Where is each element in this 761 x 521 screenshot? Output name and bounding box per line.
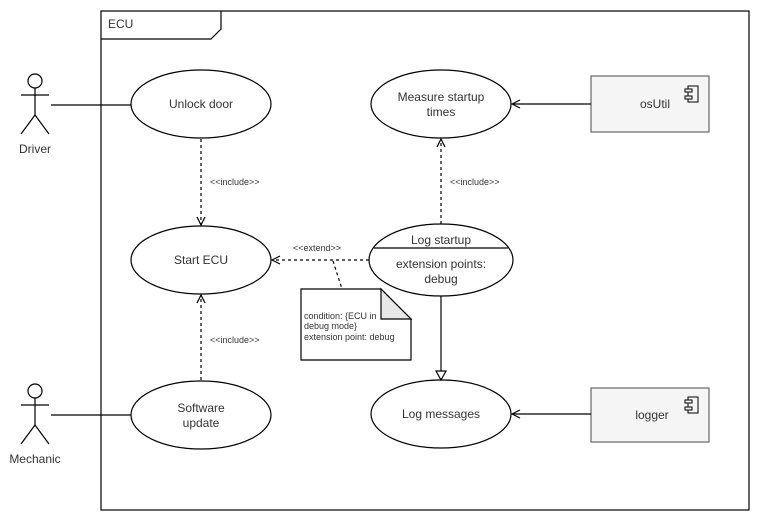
usecase-log-messages[interactable]: Log messages	[370, 379, 512, 449]
svg-text:Software: Software	[177, 401, 225, 415]
svg-text:extension point: debug: extension point: debug	[304, 332, 395, 342]
svg-text:Start ECU: Start ECU	[174, 253, 228, 267]
usecase-software-update[interactable]: Software update	[130, 380, 272, 450]
actor-driver-label: Driver	[19, 142, 51, 156]
svg-text:update: update	[183, 416, 220, 430]
svg-text:debug mode}: debug mode}	[304, 321, 357, 331]
constraint-note[interactable]: condition: {ECU in debug mode} extension…	[300, 287, 413, 361]
extension-point-debug: debug	[424, 272, 457, 286]
svg-text:Unlock door: Unlock door	[169, 97, 233, 111]
svg-text:Log messages: Log messages	[402, 407, 480, 421]
note-fold	[380, 287, 413, 320]
svg-text:times: times	[427, 105, 456, 119]
component-icon	[684, 396, 699, 414]
include-label-software: <<include>>	[210, 335, 260, 345]
note-anchor-line	[332, 260, 343, 290]
svg-text:osUtil: osUtil	[640, 97, 670, 111]
include-label-unlock: <<include>>	[210, 177, 260, 187]
component-logger[interactable]: logger	[590, 387, 710, 443]
actor-mechanic-label: Mechanic	[9, 452, 60, 466]
include-label-logstartup: <<include>>	[450, 177, 500, 187]
usecase-measure-startup-times[interactable]: Measure startup times	[370, 69, 512, 139]
actor-driver[interactable]: Driver	[19, 73, 51, 156]
log-startup-title: Log startup	[411, 233, 471, 247]
component-icon	[684, 85, 699, 103]
extension-points-label: extension points:	[396, 257, 486, 271]
usecase-log-startup[interactable]: Log startup extension points: debug	[368, 223, 514, 297]
svg-text:Measure startup: Measure startup	[398, 90, 485, 104]
extend-label: <<extend>>	[293, 243, 341, 253]
system-title: ECU	[108, 17, 133, 31]
svg-text:condition: {ECU in: condition: {ECU in	[304, 311, 377, 321]
system-boundary: ECU	[100, 10, 750, 511]
system-title-tab	[101, 11, 222, 40]
actor-mechanic[interactable]: Mechanic	[9, 383, 61, 466]
component-osutil[interactable]: osUtil	[590, 75, 710, 133]
usecase-start-ecu[interactable]: Start ECU	[130, 225, 272, 295]
svg-text:logger: logger	[635, 408, 668, 422]
usecase-unlock-door[interactable]: Unlock door	[130, 69, 272, 139]
